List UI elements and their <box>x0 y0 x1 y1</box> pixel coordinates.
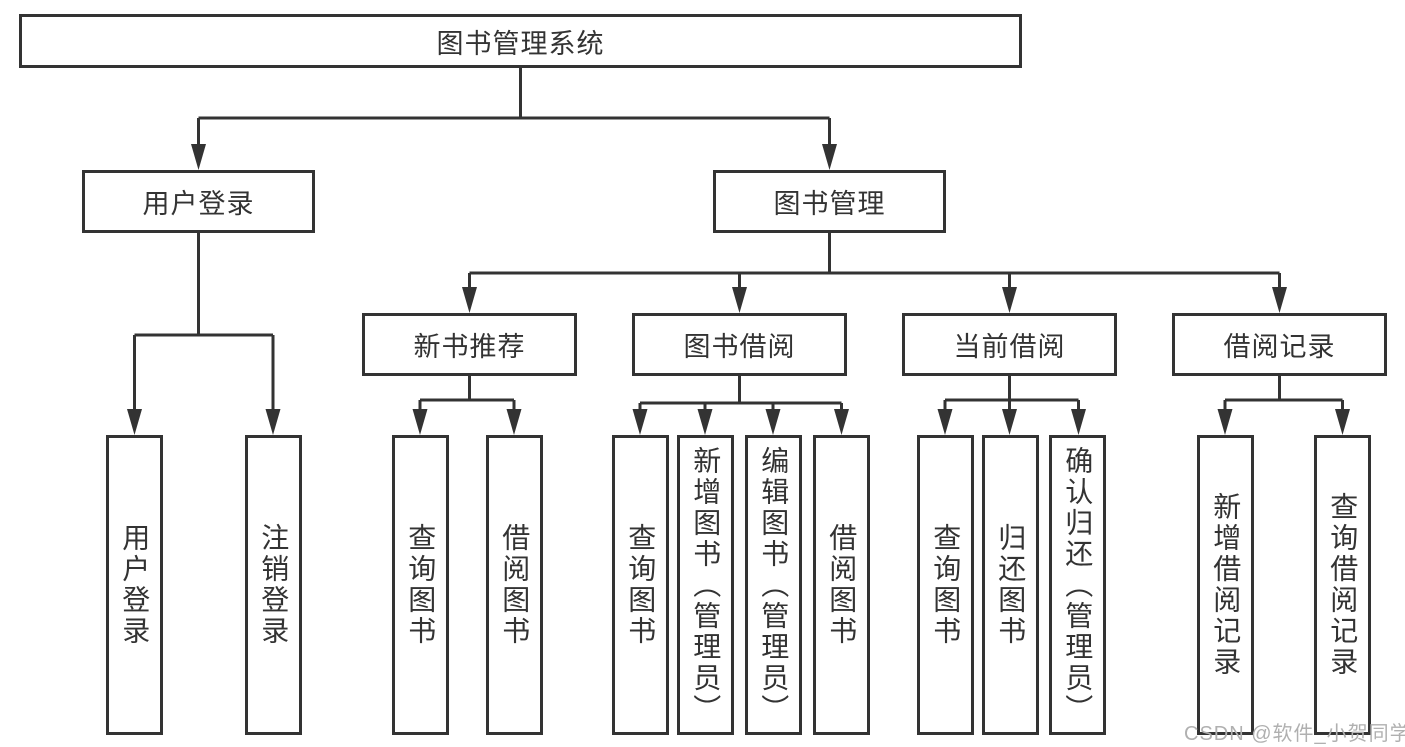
leaf-query-books-borrow-label: 查询图书 <box>625 523 657 647</box>
node-current-borrow-label: 当前借阅 <box>953 332 1066 362</box>
leaf-user-login-label: 用户登录 <box>119 523 151 647</box>
node-book-management: 图书管理 <box>713 170 946 233</box>
node-user-login: 用户登录 <box>82 170 315 233</box>
arrowheads <box>127 144 1350 435</box>
node-user-login-label: 用户登录 <box>142 189 255 219</box>
leaf-query-books-recommend-label: 查询图书 <box>405 523 437 647</box>
node-book-borrow: 图书借阅 <box>632 313 847 376</box>
node-new-book-recommend-label: 新书推荐 <box>413 332 526 362</box>
node-borrow-records-label: 借阅记录 <box>1223 332 1336 362</box>
leaf-borrow-books: 借阅图书 <box>813 435 870 735</box>
leaf-borrow-books-recommend-label: 借阅图书 <box>499 523 531 647</box>
leaf-borrow-books-label: 借阅图书 <box>826 523 858 647</box>
leaf-confirm-return-admin: 确认归还（管理员） <box>1049 435 1106 735</box>
leaf-confirm-return-admin-label: 确认归还（管理员） <box>1062 445 1094 725</box>
leaf-user-login: 用户登录 <box>106 435 163 735</box>
leaf-query-books-recommend: 查询图书 <box>392 435 449 735</box>
leaf-borrow-books-recommend: 借阅图书 <box>486 435 543 735</box>
leaf-query-borrow-record-label: 查询借阅记录 <box>1327 492 1359 678</box>
node-new-book-recommend: 新书推荐 <box>362 313 577 376</box>
node-root: 图书管理系统 <box>19 14 1022 68</box>
leaf-logout-label: 注销登录 <box>258 523 290 647</box>
node-borrow-records: 借阅记录 <box>1172 313 1387 376</box>
leaf-query-books-current: 查询图书 <box>917 435 974 735</box>
leaf-return-books-label: 归还图书 <box>995 523 1027 647</box>
node-current-borrow: 当前借阅 <box>902 313 1117 376</box>
leaf-logout: 注销登录 <box>245 435 302 735</box>
leaf-add-borrow-record: 新增借阅记录 <box>1197 435 1254 735</box>
csdn-watermark: CSDN @软件_小贺同学 <box>1184 723 1405 745</box>
leaf-edit-books-admin-label: 编辑图书（管理员） <box>758 445 790 725</box>
leaf-add-books-admin-label: 新增图书（管理员） <box>690 445 722 725</box>
leaf-query-borrow-record: 查询借阅记录 <box>1314 435 1371 735</box>
connector-paths <box>133 68 1344 413</box>
leaf-query-books-current-label: 查询图书 <box>930 523 962 647</box>
node-book-management-label: 图书管理 <box>773 189 886 219</box>
leaf-query-books-borrow: 查询图书 <box>612 435 669 735</box>
leaf-add-books-admin: 新增图书（管理员） <box>677 435 734 735</box>
node-book-borrow-label: 图书借阅 <box>683 332 796 362</box>
leaf-edit-books-admin: 编辑图书（管理员） <box>745 435 802 735</box>
leaf-add-borrow-record-label: 新增借阅记录 <box>1210 492 1242 678</box>
node-root-label: 图书管理系统 <box>436 28 605 59</box>
leaf-return-books: 归还图书 <box>982 435 1039 735</box>
